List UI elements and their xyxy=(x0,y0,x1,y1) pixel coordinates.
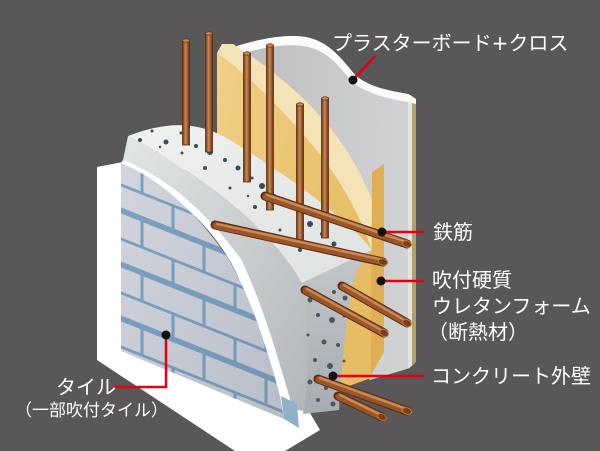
tile-cut-edge xyxy=(121,160,299,427)
dot-insulation xyxy=(376,276,386,286)
label-insulation-line3: （断熱材） xyxy=(428,320,528,344)
foam-side-edge xyxy=(371,164,384,375)
labels: プラスターボード+クロス 鉄筋 吹付硬質 ウレタンフォーム （断熱材） コンクリ… xyxy=(15,31,591,421)
concrete-front-band xyxy=(123,136,309,411)
rebar-rod xyxy=(266,43,274,211)
dot-plasterboard xyxy=(348,75,358,85)
rebar-rod xyxy=(210,220,389,267)
dot-concrete xyxy=(328,371,338,381)
plasterboard-top-corner xyxy=(408,94,416,104)
label-insulation-line2: ウレタンフォーム xyxy=(432,294,591,318)
rebar-vertical-rods xyxy=(182,31,329,244)
leader-lines xyxy=(114,55,424,389)
tile-layer xyxy=(121,163,299,428)
dot-tile xyxy=(161,330,171,340)
leader-dots xyxy=(161,75,387,381)
label-plasterboard: プラスターボード+クロス xyxy=(332,31,568,55)
plasterboard-top-edge xyxy=(237,35,408,102)
tile-end-cap xyxy=(281,396,299,428)
label-tile-note: （一部吹付タイル） xyxy=(15,401,168,421)
rebar-rod xyxy=(321,96,329,239)
label-tile: タイル xyxy=(56,375,116,399)
rebar-rod xyxy=(333,391,387,422)
rebar-rod xyxy=(182,38,190,146)
rebar-rod xyxy=(337,281,412,328)
concrete-right-face xyxy=(302,250,372,414)
leader-plasterboard xyxy=(352,55,376,81)
rebar-rod xyxy=(243,51,251,183)
rebar-rod xyxy=(205,31,213,153)
label-rebar: 鉄筋 xyxy=(433,220,473,244)
rebar-rod xyxy=(313,374,412,416)
dot-rebar xyxy=(377,227,387,237)
tile-face-shading xyxy=(121,163,284,419)
rebar-rod xyxy=(300,285,389,338)
rebar-rod xyxy=(296,102,304,244)
label-concrete: コンクリート外壁 xyxy=(431,364,591,388)
label-insulation-line1: 吹付硬質 xyxy=(432,268,512,292)
rebar-horizontal-rods xyxy=(210,191,412,422)
leader-tile xyxy=(114,335,168,389)
